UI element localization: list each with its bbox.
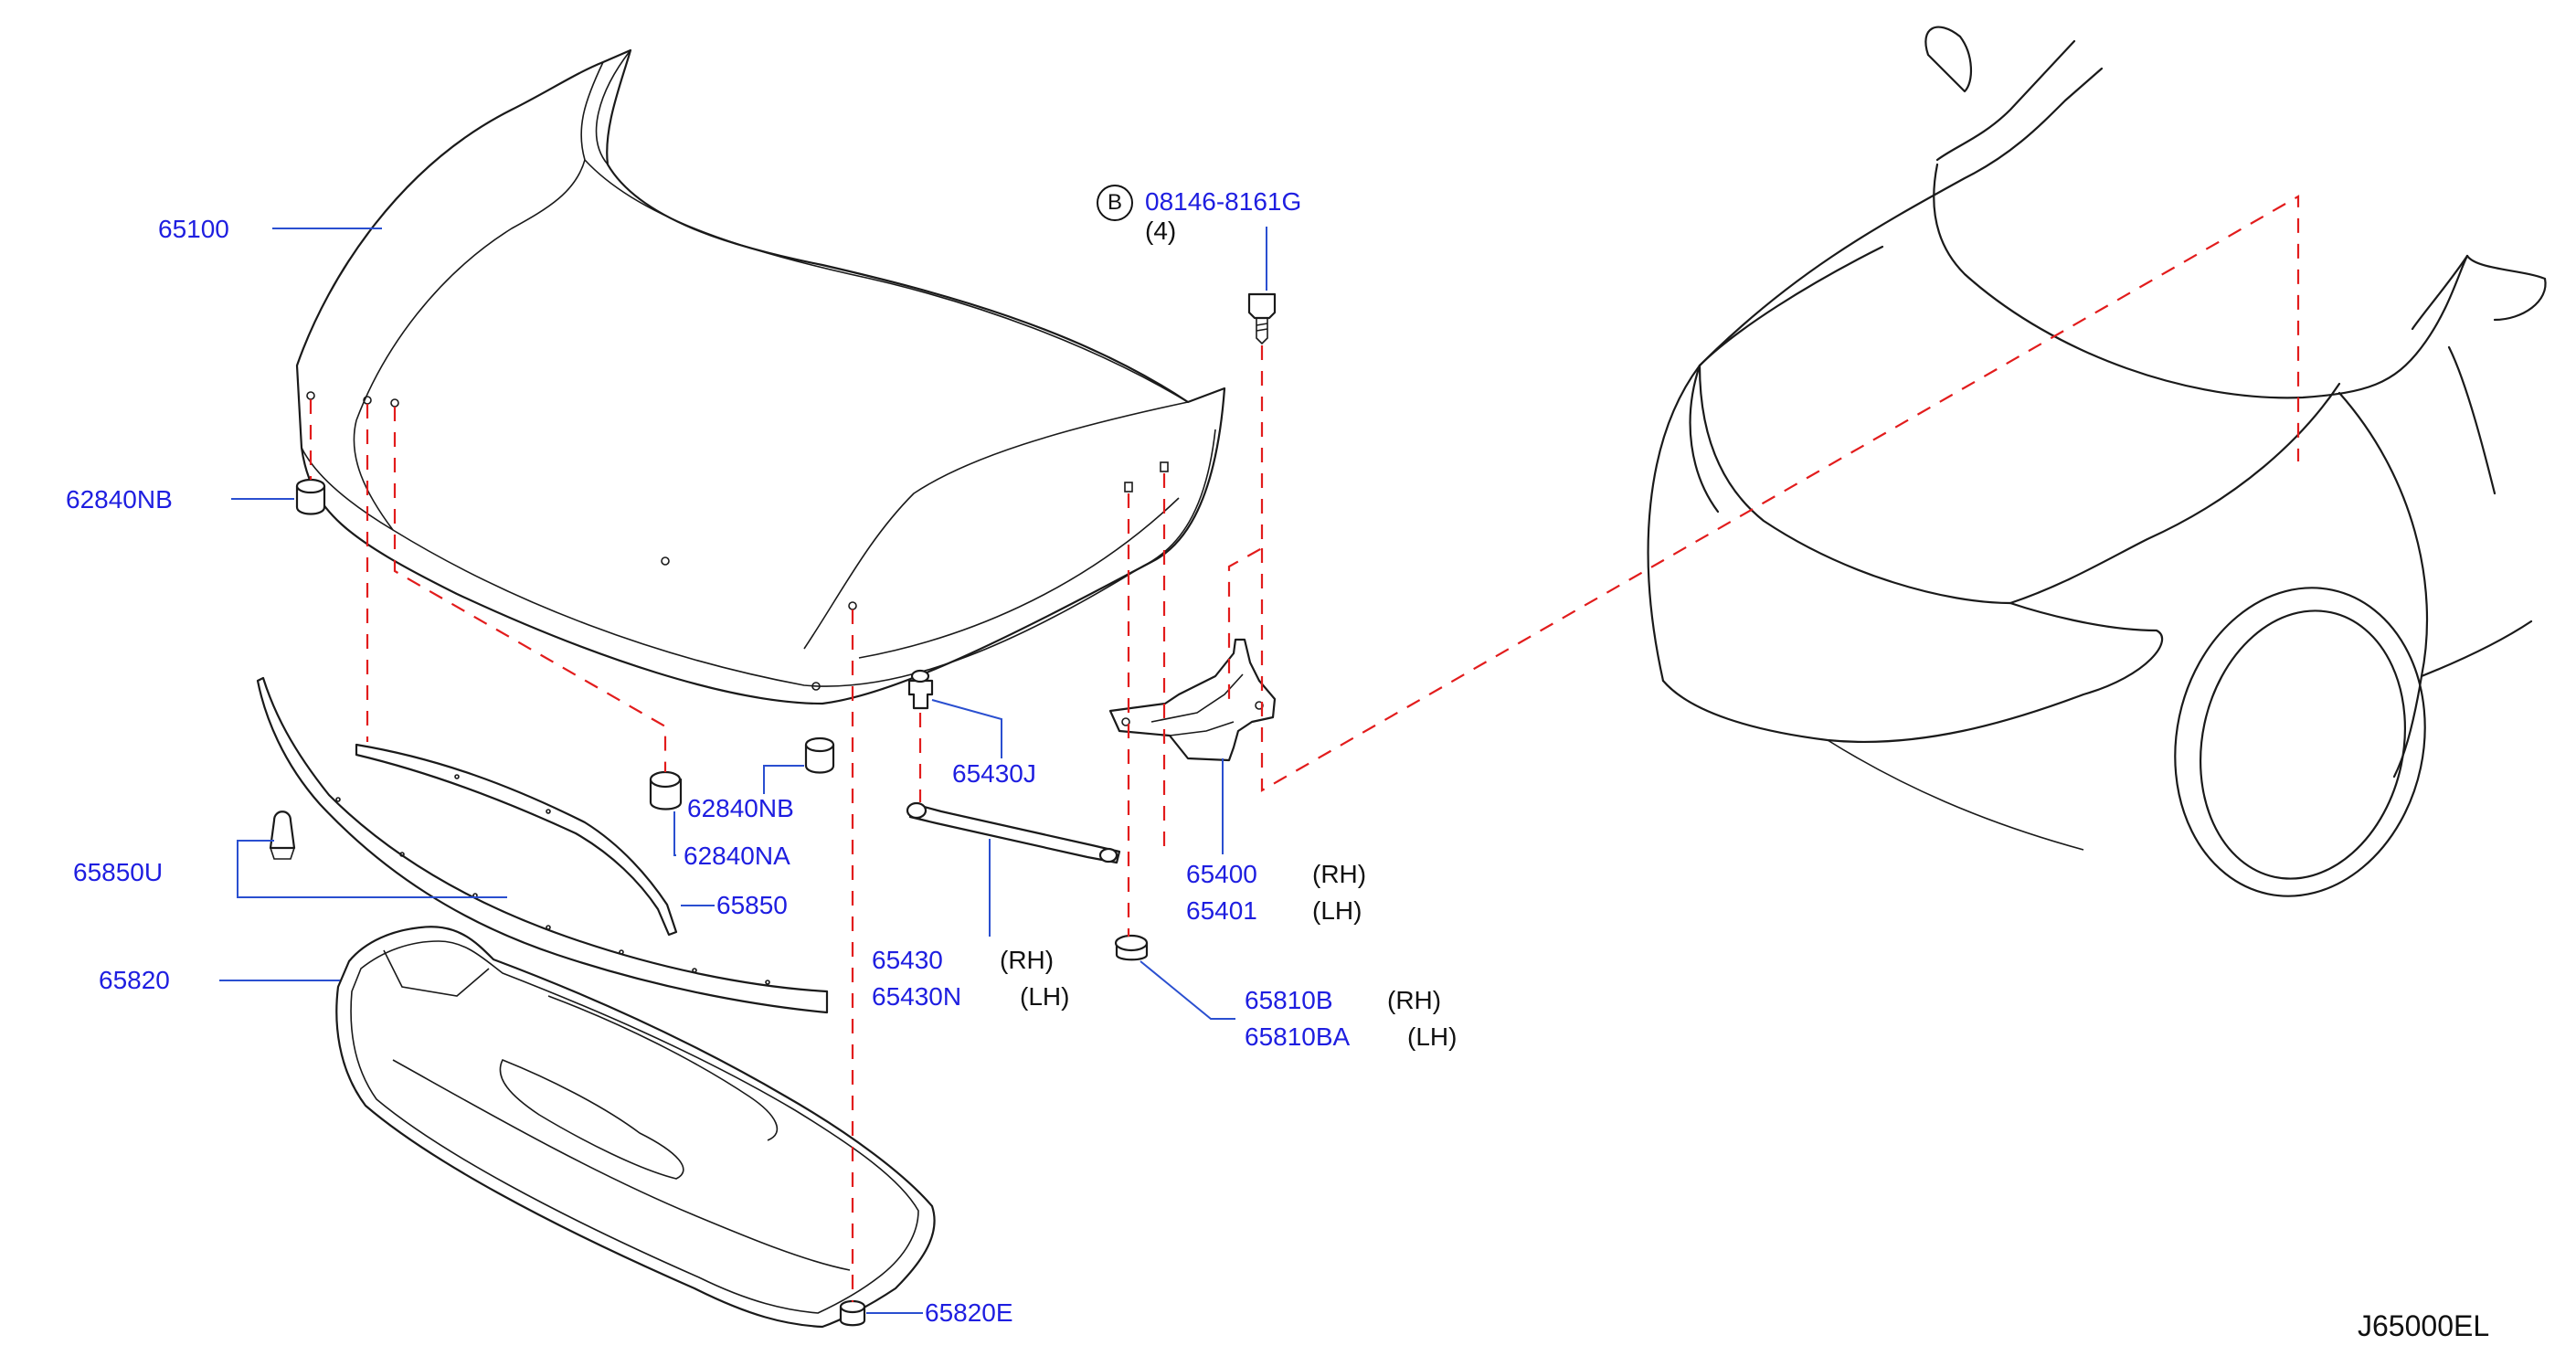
label-65850u: 65850U (73, 858, 164, 886)
hood-panel (295, 48, 1226, 705)
label-65430n-side: (LH) (1020, 982, 1070, 1011)
diagram-code: J65000EL (2358, 1309, 2490, 1342)
label-65820: 65820 (99, 966, 170, 994)
label-65430: 65430 (872, 946, 943, 974)
label-65401: 65401 (1186, 896, 1257, 925)
stay-stud-65430j (907, 669, 934, 710)
hood-hinge (1108, 638, 1277, 762)
label-65850: 65850 (716, 891, 788, 919)
label-65810ba-side: (LH) (1407, 1022, 1458, 1051)
bolt-type-marker: B (1097, 185, 1133, 221)
label-65820e: 65820E (925, 1298, 1013, 1327)
label-62840nb-mid: 62840NB (687, 794, 794, 822)
bolt-08146-8161g (1247, 292, 1277, 345)
label-65400: 65400 (1186, 860, 1257, 888)
grommet-65810b (1114, 934, 1149, 961)
bumper-62840na (649, 770, 683, 810)
label-65401-side: (LH) (1312, 896, 1362, 925)
label-65100: 65100 (158, 215, 229, 243)
label-08146-8161g: 08146-8161G (1145, 187, 1302, 216)
hood-seal-strip (355, 743, 678, 937)
label-65400-side: (RH) (1312, 860, 1367, 888)
label-62840na: 62840NA (684, 842, 790, 870)
assembly-guides (309, 195, 2300, 1302)
hood-insulator (335, 926, 936, 1329)
leader-lines (219, 227, 1267, 1314)
label-65810b-side: (RH) (1387, 986, 1442, 1014)
front-seal-rail (256, 676, 829, 1014)
bumper-62840nb-left (295, 478, 326, 515)
label-62840nb-left: 62840NB (66, 485, 173, 514)
label-65810b: 65810B (1245, 986, 1333, 1014)
clip-65850u (269, 810, 296, 860)
label-65430-side: (RH) (1000, 946, 1055, 974)
gas-stay (906, 801, 1121, 864)
label-65430j: 65430J (952, 759, 1036, 788)
bumper-62840nb-mid (804, 736, 835, 774)
label-65810ba: 65810BA (1245, 1022, 1351, 1051)
clip-65820e (839, 1299, 866, 1327)
label-65430n: 65430N (872, 982, 962, 1011)
vehicle-outline (1647, 26, 2547, 897)
label-bolt-qty: (4) (1145, 217, 1177, 245)
